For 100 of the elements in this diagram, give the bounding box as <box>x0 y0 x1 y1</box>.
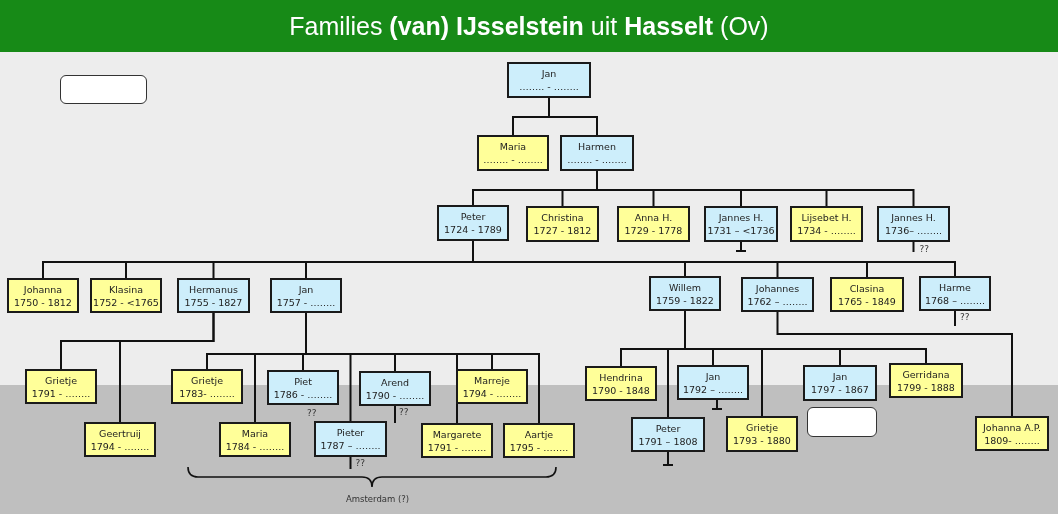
person-name: Arend <box>380 375 410 389</box>
uncertain-mark: ?? <box>960 312 970 322</box>
person-name: Maria <box>241 426 269 440</box>
person-name: Jan <box>298 282 314 296</box>
uncertain-mark: ?? <box>355 458 366 468</box>
person-name: Gerridana <box>902 367 950 381</box>
person-name: Marreje <box>474 373 510 387</box>
blank-box <box>60 75 147 104</box>
person-name: Harme <box>939 280 971 294</box>
life-dates: 1786 - …….. <box>273 387 333 401</box>
life-dates: 1757 - …….. <box>276 295 336 309</box>
life-dates: 1795 - …….. <box>509 440 569 454</box>
life-dates: 1736– …….. <box>885 224 942 237</box>
person-box <box>830 277 904 312</box>
person-box <box>270 278 342 313</box>
person-box <box>421 423 493 458</box>
life-dates: 1797 - 1867 <box>811 383 869 396</box>
life-dates: 1791 - …….. <box>427 440 487 454</box>
person-name: Grietje <box>191 373 223 387</box>
connector-line <box>684 310 927 364</box>
life-dates: 1784 - …….. <box>225 439 285 453</box>
life-dates: 1790 - 1848 <box>592 383 650 397</box>
connector-line <box>596 170 915 207</box>
person-box <box>975 416 1049 451</box>
person-box <box>507 62 591 98</box>
life-dates: 1731 – <1736 <box>707 224 775 237</box>
person-name: Grietje <box>746 421 778 434</box>
life-dates: 1765 - 1849 <box>838 294 896 308</box>
life-dates: 1755 - 1827 <box>184 295 243 309</box>
life-dates: 1734 - …….. <box>797 224 856 237</box>
life-dates: 1809- …….. <box>984 433 1040 447</box>
life-dates: …….. - …….. <box>483 153 543 166</box>
life-dates: 1752 - <1765 <box>93 295 159 309</box>
life-dates: 1793 - 1880 <box>733 434 791 447</box>
person-box <box>741 277 814 312</box>
life-dates: 1724 - 1789 <box>444 223 502 236</box>
person-box <box>631 417 705 452</box>
person-name: Johanna A.P. <box>983 420 1041 434</box>
person-box <box>477 135 549 171</box>
person-box <box>585 366 657 401</box>
group-note: Amsterdam (?) <box>346 494 410 504</box>
person-box <box>526 206 599 242</box>
person-name: Peter <box>460 210 486 223</box>
person-box <box>889 363 963 398</box>
person-name: Lijsebet H. <box>801 211 852 224</box>
life-dates: 1790 - …….. <box>365 388 425 402</box>
uncertain-mark: ?? <box>307 408 317 418</box>
person-name: Pieter <box>336 426 365 439</box>
person-box <box>177 278 250 313</box>
life-dates: …….. - …….. <box>519 80 579 93</box>
person-box <box>456 369 528 404</box>
connector-line <box>776 311 1013 417</box>
life-dates: 1729 - 1778 <box>624 224 683 237</box>
person-name: Aartje <box>524 427 554 441</box>
life-dates: 1727 - 1812 <box>533 224 592 237</box>
person-box <box>267 370 339 405</box>
life-dates: 1792 – …….. <box>683 382 743 396</box>
person-name: Johanna <box>23 282 63 296</box>
person-box <box>803 365 877 401</box>
person-name: Jan <box>541 67 557 80</box>
person-box <box>314 421 387 457</box>
uncertain-mark: ?? <box>919 244 930 254</box>
person-name: Willem <box>668 280 702 294</box>
person-name: Geertruij <box>99 426 141 440</box>
person-name: Jannes H. <box>891 211 936 224</box>
person-box <box>359 371 431 406</box>
uncertain-mark: ?? <box>399 407 409 417</box>
life-dates: 1799 - 1888 <box>897 380 955 394</box>
life-dates: 1791 – 1808 <box>638 434 698 448</box>
life-dates: 1787 – …….. <box>320 439 381 452</box>
person-box <box>726 416 798 452</box>
person-box <box>617 206 690 242</box>
life-dates: 1762 – …….. <box>747 294 808 308</box>
person-name: Jan <box>705 369 721 383</box>
life-dates: 1794 - …….. <box>90 439 150 453</box>
person-box <box>25 369 97 404</box>
person-name: Harmen <box>578 140 616 153</box>
person-box <box>171 369 243 404</box>
person-name: Johannes <box>755 281 800 295</box>
person-name: Klasina <box>108 282 144 296</box>
person-name: Jannes H. <box>718 211 764 224</box>
person-box <box>677 365 749 400</box>
life-dates: …….. - …….. <box>567 153 627 166</box>
life-dates: 1791 - …….. <box>31 386 91 400</box>
person-box <box>560 135 634 171</box>
person-name: Jan <box>832 370 848 383</box>
life-dates: 1768 – …….. <box>925 293 985 307</box>
life-dates: 1794 - …….. <box>462 386 522 400</box>
blank-box <box>807 407 877 437</box>
person-box <box>437 205 509 241</box>
person-box <box>790 206 863 242</box>
person-box <box>90 278 162 313</box>
person-name: Clasina <box>849 281 885 295</box>
person-name: Hendrina <box>599 370 643 384</box>
person-box <box>919 276 991 311</box>
person-name: Maria <box>499 140 527 153</box>
connector-line <box>305 312 540 424</box>
person-box <box>649 276 721 311</box>
person-name: Anna H. <box>634 211 673 224</box>
connector-line <box>119 312 215 423</box>
